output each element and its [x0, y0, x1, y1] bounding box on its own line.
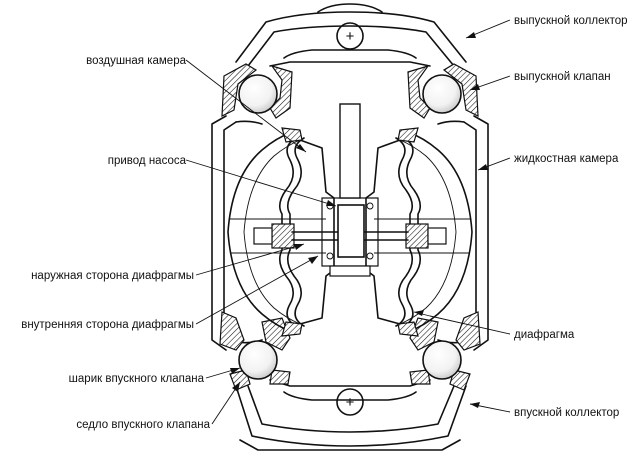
diaphragm-clamps: [281, 127, 419, 337]
lower-left-valve-housing: [219, 311, 291, 391]
top-port-symbol: +: [346, 28, 355, 45]
label-inlet-valve-seat: седло впускного клапана: [76, 419, 210, 431]
inlet-valve-ball-left: [238, 340, 278, 380]
right-diaphragm-plate: [374, 218, 470, 254]
outlet-manifold: [235, 3, 467, 67]
bottom-port-symbol: +: [346, 394, 355, 411]
label-outlet-valve: выпускной клапан: [514, 71, 611, 83]
label-inlet-manifold: впускной коллектор: [514, 407, 619, 419]
top-port: +: [336, 22, 364, 50]
bottom-port: +: [336, 388, 364, 416]
label-inlet-valve-ball: шарик впускного клапана: [69, 373, 205, 385]
label-pump-drive: привод насоса: [108, 155, 187, 167]
pump-drive-shaft: [291, 103, 409, 277]
upper-right-valve-housing: [407, 63, 479, 119]
outlet-valve-ball-right: [422, 74, 462, 114]
leader-lines: [185, 19, 511, 425]
left-diaphragm-plate: [230, 218, 326, 254]
left-air-chamber: [227, 131, 335, 333]
label-diaphragm: диафрагма: [514, 329, 575, 341]
label-air-chamber: воздушная камера: [86, 55, 186, 67]
upper-left-valve-housing: [221, 63, 293, 119]
lower-right-valve-housing: [409, 311, 481, 391]
outlet-valve-ball-left: [238, 74, 278, 114]
label-diaphragm-inner-side: внутренняя сторона диафрагмы: [21, 319, 194, 331]
label-diaphragm-outer-side: наружная сторона диафрагмы: [31, 270, 194, 282]
label-fluid-chamber: жидкостная камера: [514, 153, 619, 165]
inlet-valve-ball-right: [422, 340, 462, 380]
label-outlet-manifold: выпускной коллектор: [514, 15, 628, 27]
